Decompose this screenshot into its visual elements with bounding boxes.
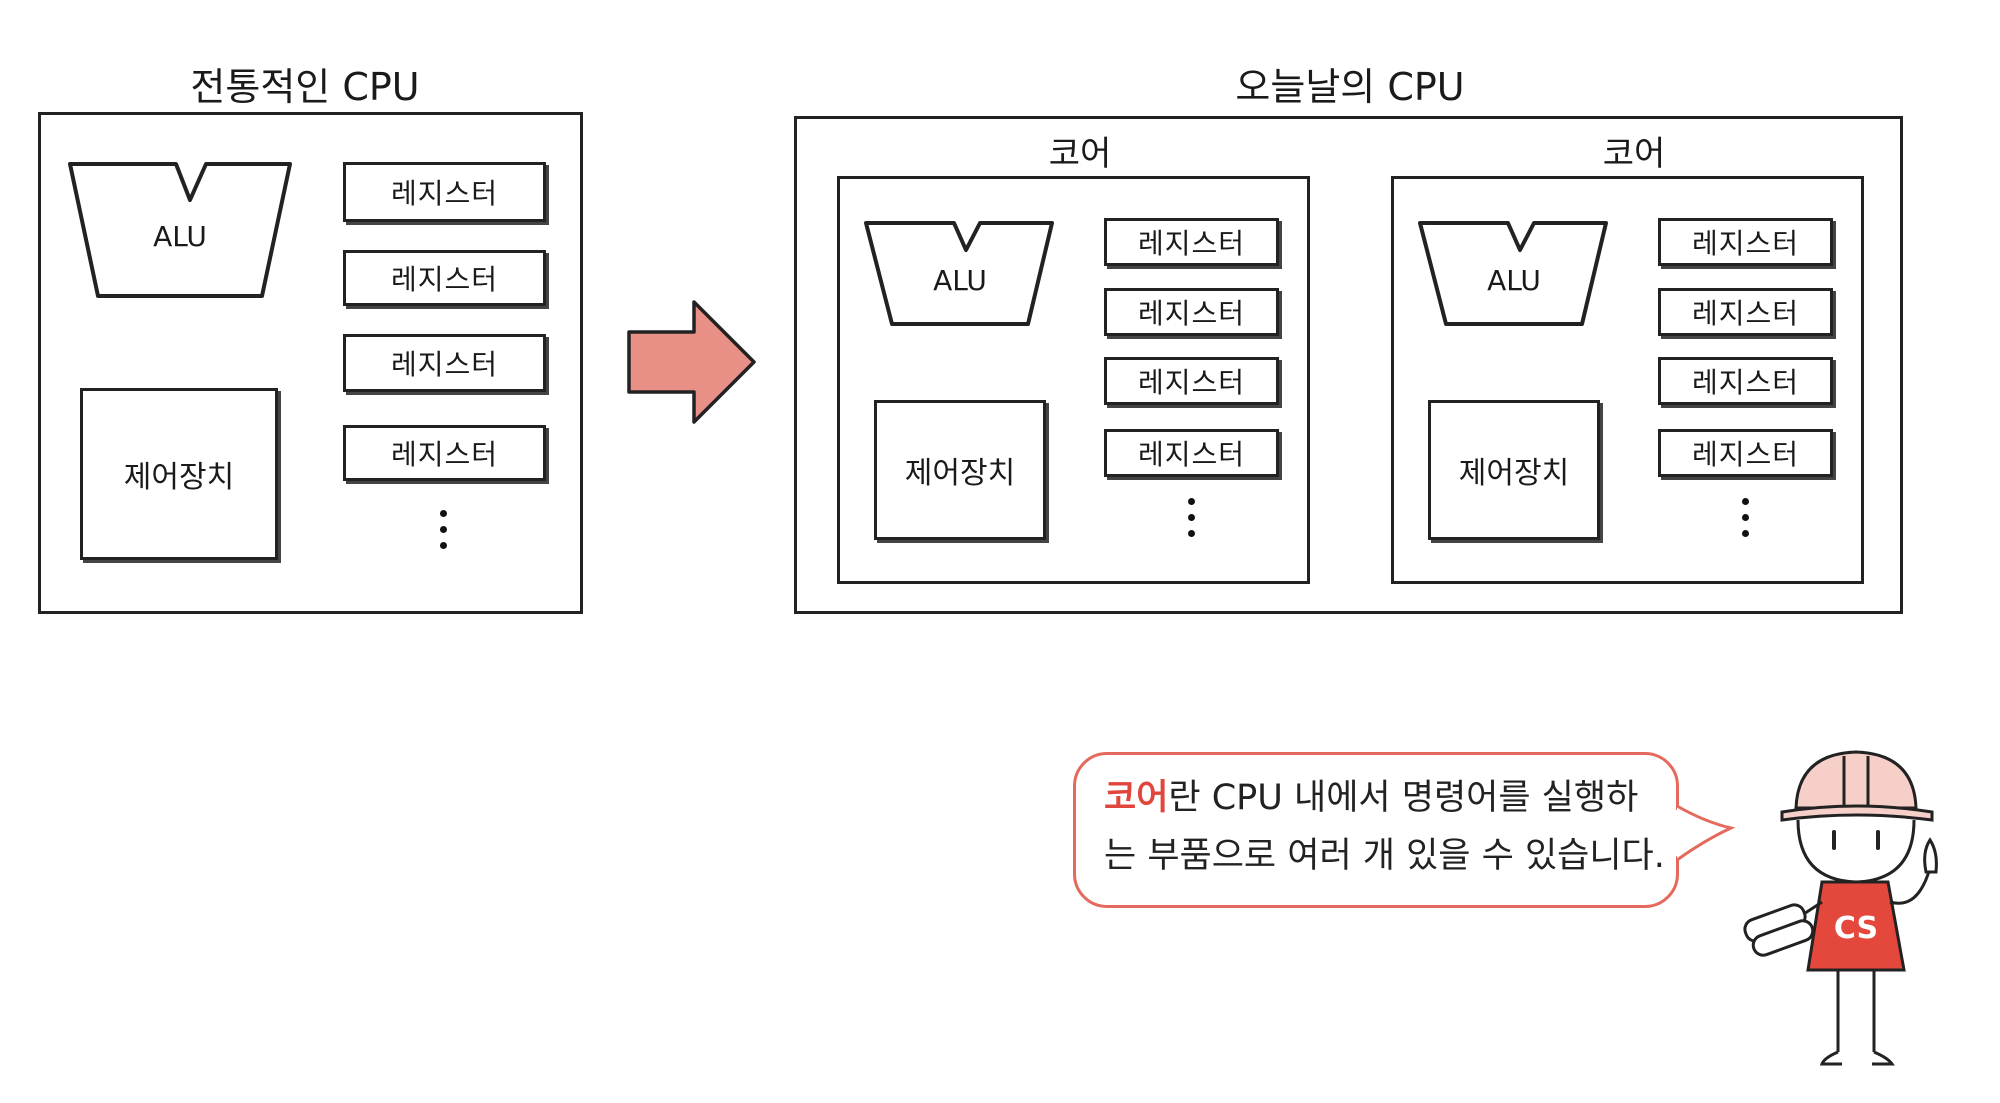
bubble-line-2: 는 부품으로 여러 개 있을 수 있습니다.: [1104, 836, 1665, 876]
control-unit: 제어장치: [1428, 400, 1600, 540]
shirt-label: CS: [1834, 911, 1878, 946]
register: 레지스터: [1658, 288, 1833, 336]
alu-shape: [864, 221, 1054, 326]
bubble-line-1-text: 란 CPU 내에서 명령어를 실행하: [1168, 778, 1639, 818]
bubble-tail: [1675, 804, 1735, 862]
register: 레지스터: [1104, 429, 1279, 477]
control-unit: 제어장치: [80, 388, 278, 560]
highlight-term: 코어: [1104, 778, 1169, 818]
alu-shape: [68, 162, 292, 298]
mascot-figure-icon: CS: [1743, 750, 1938, 1066]
alu-label: ALU: [933, 264, 987, 297]
traditional-cpu-box: [38, 112, 583, 614]
register: 레지스터: [1658, 357, 1833, 405]
traditional-cpu-title: 전통적인 CPU: [190, 65, 420, 109]
register: 레지스터: [343, 162, 546, 222]
control-unit: 제어장치: [874, 400, 1046, 540]
transition-arrow-icon: [627, 300, 756, 424]
core-box: [837, 176, 1310, 584]
speech-bubble: 코어란 CPU 내에서 명령어를 실행하 는 부품으로 여러 개 있을 수 있습…: [1073, 752, 1679, 908]
ellipsis-dots: [440, 510, 447, 549]
ellipsis-dots: [1188, 498, 1195, 537]
register: 레지스터: [343, 334, 546, 392]
core-box: [1391, 176, 1864, 584]
alu-shape: [1418, 221, 1608, 326]
register: 레지스터: [343, 250, 546, 306]
register: 레지스터: [1104, 218, 1279, 266]
register: 레지스터: [1658, 429, 1833, 477]
bubble-line-1: 코어란 CPU 내에서 명령어를 실행하: [1104, 769, 1676, 827]
alu-label: ALU: [153, 220, 207, 253]
modern-cpu-title: 오늘날의 CPU: [1235, 65, 1465, 109]
register: 레지스터: [1658, 218, 1833, 266]
register: 레지스터: [1104, 288, 1279, 336]
modern-cpu-box: [794, 116, 1903, 614]
core-title: 코어: [1048, 134, 1112, 174]
alu-label: ALU: [1487, 264, 1541, 297]
core-title: 코어: [1602, 134, 1666, 174]
ellipsis-dots: [1742, 498, 1749, 537]
register: 레지스터: [343, 425, 546, 481]
register: 레지스터: [1104, 357, 1279, 405]
